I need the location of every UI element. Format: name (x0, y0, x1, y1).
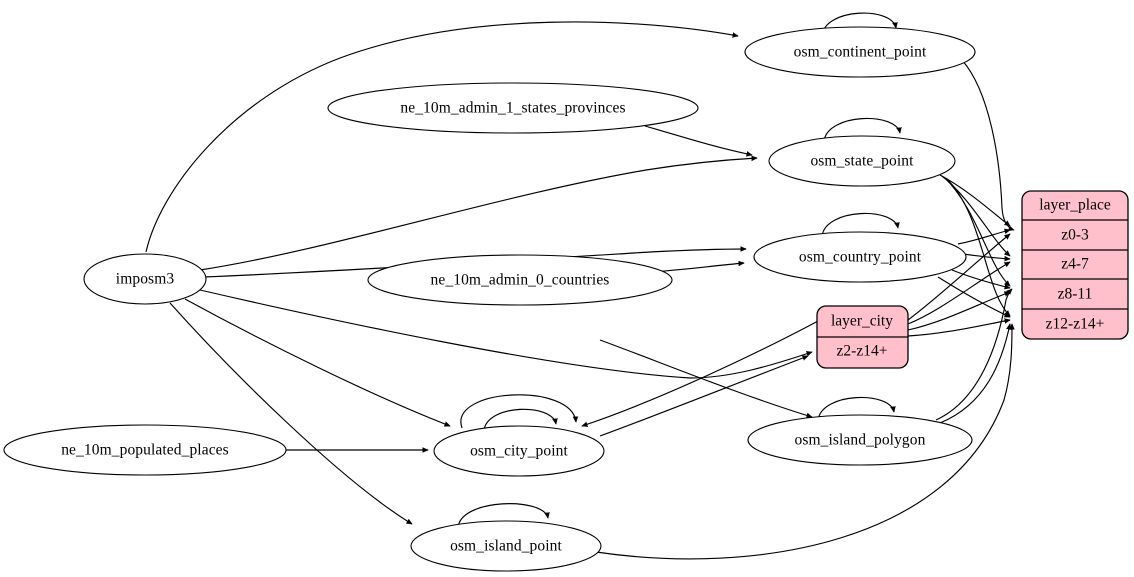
selfloop-osm-city-point-outer (460, 394, 576, 429)
edge-osm-country-point-to-layer-place-z8-11 (951, 269, 1010, 288)
record-layer-city-row-z2-z14[interactable]: z2-z14+ (837, 343, 888, 360)
node-osm-country-point[interactable]: osm_country_point (753, 231, 967, 283)
record-layer-place-row-z4-7[interactable]: z4-7 (1061, 256, 1089, 273)
node-osm-city-point-label: osm_city_point (470, 443, 568, 460)
edge-layer-city-to-layer-place-z8-11 (907, 292, 1010, 331)
edge-osm-country-point-to-layer-place-z4-7 (961, 253, 1010, 259)
edge-imposm3-to-osm-city-point (184, 298, 450, 426)
edge-osm-state-point-to-layer-place-z8-11 (943, 176, 1010, 286)
node-osm-state-point-label: osm_state_point (810, 153, 914, 170)
node-osm-island-polygon[interactable]: osm_island_polygon (747, 414, 973, 466)
selfloop-osm-country-point (821, 212, 898, 237)
node-layer: imposm3 ne_10m_admin_1_states_provinces … (3, 26, 976, 572)
selfloop-osm-city-point-inner (483, 408, 556, 431)
selfloop-osm-state-point (823, 117, 900, 142)
node-osm-country-point-label: osm_country_point (799, 249, 922, 266)
node-ne-10m-admin-0-countries[interactable]: ne_10m_admin_0_countries (367, 254, 673, 306)
node-osm-island-point-label: osm_island_point (450, 538, 562, 555)
edge-osm-island-point-to-layer-place-z12-z14 (595, 324, 1012, 560)
edge-ne-countries-to-osm-country-point (651, 263, 744, 273)
selfloop-osm-island-point (457, 503, 548, 529)
edge-ne-states-to-osm-state-point (644, 125, 752, 155)
edge-osm-island-polygon-to-layer-place-z12-z14 (939, 324, 1010, 424)
edge-imposm3-to-osm-state-point (199, 158, 757, 271)
node-imposm3[interactable]: imposm3 (83, 253, 207, 305)
node-imposm3-label: imposm3 (116, 271, 175, 288)
edge-to-osm-island-polygon (599, 339, 812, 417)
record-layer-city-title: layer_city (831, 313, 893, 330)
record-layer-place[interactable]: layer_place z0-3 z4-7 z8-11 z12-z14+ (1021, 190, 1129, 340)
node-osm-continent-point-label: osm_continent_point (794, 44, 927, 61)
node-osm-island-point[interactable]: osm_island_point (410, 520, 602, 572)
edge-layer-city-to-layer-place-z4-7 (907, 261, 1010, 325)
node-osm-continent-point[interactable]: osm_continent_point (744, 26, 976, 78)
edge-osm-city-point-to-layer-city (599, 356, 808, 437)
node-osm-state-point[interactable]: osm_state_point (768, 135, 956, 187)
node-osm-city-point[interactable]: osm_city_point (433, 425, 605, 477)
record-layer-city[interactable]: layer_city z2-z14+ (816, 305, 909, 369)
edge-imposm3-to-layer-city (199, 289, 812, 379)
record-layer-place-title: layer_place (1039, 197, 1111, 214)
edge-imposm3-to-osm-island-point (169, 302, 412, 525)
record-layer: layer_place z0-3 z4-7 z8-11 z12-z14+ lay… (816, 190, 1129, 369)
edge-imposm3-to-osm-continent-point (145, 21, 738, 253)
node-ne-10m-admin-1-states-provinces[interactable]: ne_10m_admin_1_states_provinces (327, 82, 699, 134)
record-layer-place-row-z8-11[interactable]: z8-11 (1058, 286, 1093, 303)
record-layer-place-row-z0-3[interactable]: z0-3 (1061, 227, 1089, 244)
edge-osm-island-polygon-to-layer-place-z8-11 (935, 289, 1012, 421)
edge-layer-city-to-layer-place-z12-z14 (907, 320, 1010, 337)
node-osm-island-polygon-label: osm_island_polygon (795, 432, 926, 449)
selfloop-osm-island-polygon (817, 396, 894, 421)
node-ne-countries-label: ne_10m_admin_0_countries (431, 272, 610, 289)
record-layer-place-row-z12-z14[interactable]: z12-z14+ (1046, 316, 1105, 333)
edge-layer-city-to-layer-place-z0-3 (907, 234, 1010, 321)
edge-osm-country-point-to-layer-place-z12-z14 (937, 276, 1010, 318)
node-ne-populated-label: ne_10m_populated_places (61, 442, 229, 459)
node-ne-10m-populated-places[interactable]: ne_10m_populated_places (3, 424, 287, 476)
edge-osm-country-point-to-layer-place-z0-3 (957, 230, 1010, 245)
edge-right-to-osm-city-point (582, 319, 821, 426)
node-ne-states-label: ne_10m_admin_1_states_provinces (400, 100, 625, 117)
edge-osm-state-point-to-layer-place-z12-z14 (945, 177, 1010, 316)
